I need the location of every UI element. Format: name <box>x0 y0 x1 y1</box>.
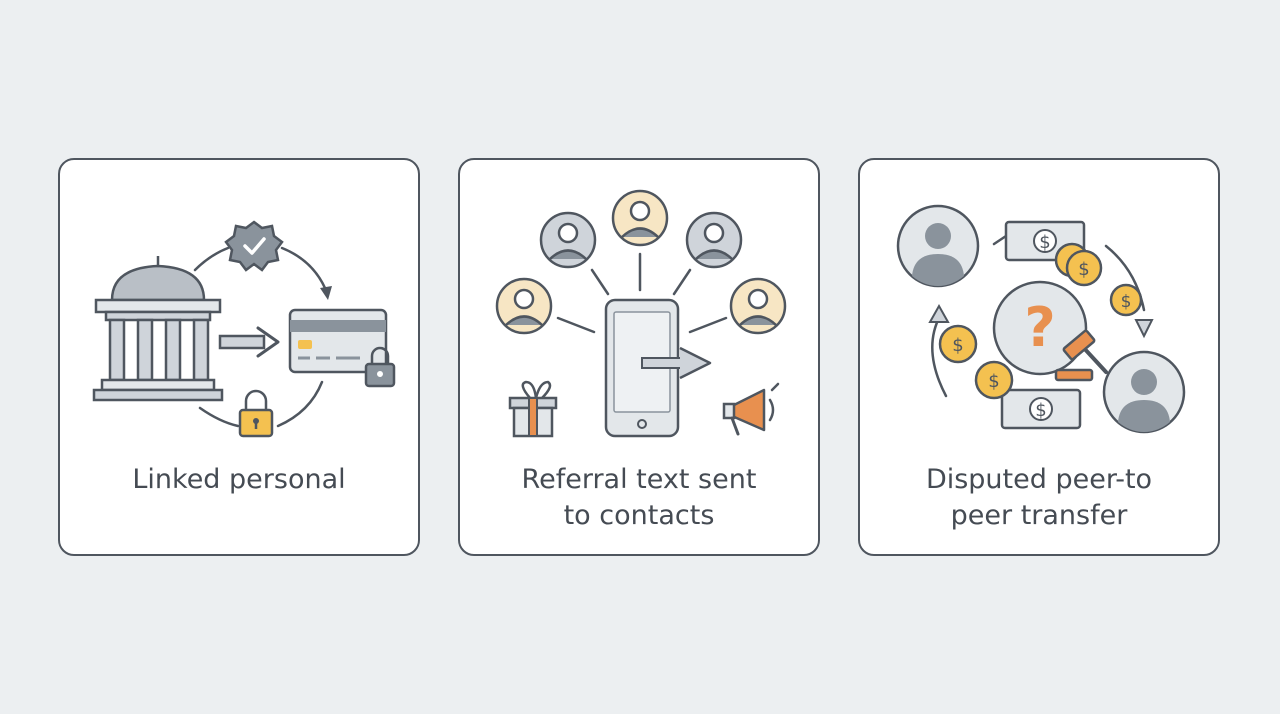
send-arrow-icon <box>641 346 712 380</box>
bank-building-icon <box>92 256 224 402</box>
coin-icon: $ <box>1054 242 1103 287</box>
svg-text:$: $ <box>1039 232 1050 253</box>
contact-avatar-icon <box>611 189 669 247</box>
credit-card-icon <box>288 308 388 374</box>
megaphone-icon <box>722 382 780 436</box>
coin-icon: $ <box>1109 283 1143 317</box>
cycle-arc-right-top <box>280 246 327 290</box>
coin-icon: $ <box>974 360 1014 400</box>
svg-text:$: $ <box>988 371 999 392</box>
gold-padlock-icon <box>238 389 274 438</box>
coin-icon: $ <box>938 324 978 364</box>
gift-box-icon <box>508 380 558 438</box>
cycle-arc-right <box>1104 244 1146 312</box>
person-avatar-icon <box>1102 350 1186 434</box>
gavel-icon <box>1054 329 1108 382</box>
contact-avatar-icon <box>495 277 553 335</box>
contact-avatar-icon <box>685 211 743 269</box>
arrow-up-icon <box>928 303 950 323</box>
referral-phone-illustration <box>495 189 787 438</box>
svg-text:$: $ <box>952 335 963 356</box>
card-disputed-transfer: $ $ $ $ $ $ <box>858 158 1220 556</box>
transfer-arrow-icon <box>218 326 280 358</box>
contact-avatar-icon <box>729 277 787 335</box>
svg-text:$: $ <box>1078 259 1089 280</box>
banknote-icon: $ <box>1000 388 1082 430</box>
arrow-down-icon <box>1134 319 1154 339</box>
card-caption: Linked personal <box>132 464 346 495</box>
cycle-arc-left-top <box>193 246 230 272</box>
cycle-arc-right-bottom <box>276 380 324 428</box>
svg-text:$: $ <box>1035 400 1046 421</box>
card-caption: Disputed peer-to peer transfer <box>925 464 1153 531</box>
cycle-arrowhead-icon <box>320 286 332 300</box>
bank-card-link-illustration <box>92 220 396 438</box>
cycle-arc-left-bottom <box>198 406 240 428</box>
svg-text:?: ? <box>1024 296 1055 359</box>
person-avatar-icon <box>896 204 980 288</box>
verified-badge-icon <box>224 220 284 272</box>
contact-avatar-icon <box>539 211 597 269</box>
card-referral-text: Referral text sent to contacts <box>458 158 820 556</box>
card-padlock-icon <box>364 346 396 388</box>
disputed-transfer-illustration: $ $ $ $ $ $ <box>896 204 1186 434</box>
card-linked-personal: Linked personal <box>58 158 420 556</box>
card-caption: Referral text sent to contacts <box>521 464 757 531</box>
svg-text:$: $ <box>1121 292 1132 312</box>
